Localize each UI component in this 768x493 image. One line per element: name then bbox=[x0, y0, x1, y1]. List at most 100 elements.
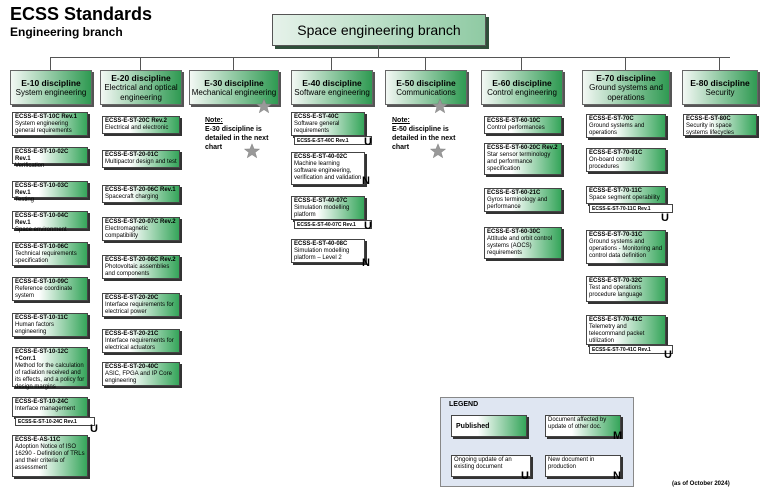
doc-desc: Interface management bbox=[15, 406, 76, 412]
discipline-name: Mechanical engineering bbox=[191, 87, 277, 97]
legend-new-badge: N bbox=[613, 470, 621, 482]
doc-desc: Testing bbox=[15, 197, 35, 203]
discipline-name: System engineering bbox=[15, 87, 87, 97]
legend-affected: Document affected by update of other doc… bbox=[545, 415, 621, 437]
doc-desc: Machine learning software engineering, v… bbox=[294, 161, 362, 181]
legend-published: Published bbox=[451, 415, 527, 437]
update-badge: U bbox=[90, 423, 98, 435]
revision-label: ECSS-E-ST-70-41C Rev.1 bbox=[589, 345, 673, 354]
star-icon bbox=[256, 98, 272, 114]
doc-desc: Attitude and orbit control systems (AOCS… bbox=[487, 236, 553, 256]
doc-code: ECSS-E-ST-20-08C Rev.2 bbox=[105, 257, 176, 263]
doc-desc: Test and operations procedure language bbox=[589, 285, 643, 298]
discipline-code: E-80 discipline bbox=[690, 77, 750, 88]
star-icon bbox=[432, 98, 448, 114]
update-badge: U bbox=[364, 136, 372, 148]
drop-e70 bbox=[625, 57, 626, 70]
page-title: ECSS Standards bbox=[10, 4, 153, 24]
doc-desc: Ground systems and operations bbox=[589, 123, 645, 136]
doc-code: ECSS-E-ST-70-41C bbox=[589, 317, 643, 323]
doc-desc: Adoption Notice of ISO 16290 - Definitio… bbox=[15, 444, 85, 471]
drop-e80 bbox=[719, 57, 720, 70]
discipline-code: E-20 discipline bbox=[111, 72, 171, 83]
doc-code: ECSS-E-ST-20-40C bbox=[105, 364, 159, 370]
drop-e50 bbox=[425, 57, 426, 70]
doc-desc: ASIC, FPGA and IP Core engineering bbox=[105, 371, 172, 384]
doc-desc: Space environment bbox=[15, 227, 67, 233]
doc-code: ECSS-E-AS-11C bbox=[15, 437, 61, 443]
note-title: Note: bbox=[205, 117, 223, 124]
doc-desc: Method for the calculation of radiation … bbox=[15, 363, 85, 390]
discipline-name: Software engineering bbox=[294, 87, 370, 97]
doc-desc: Interface requirements for electrical po… bbox=[105, 302, 174, 315]
doc-desc: System engineering general requirements bbox=[15, 121, 72, 134]
discipline-code: E-10 discipline bbox=[21, 77, 81, 88]
note-title: Note: bbox=[392, 117, 410, 124]
revision-label: ECSS-E-ST-10-24C Rev.1 bbox=[15, 417, 95, 426]
new-badge: N bbox=[362, 257, 370, 269]
doc-desc: Space segment operability bbox=[589, 195, 660, 201]
discipline-code: E-60 discipline bbox=[492, 77, 552, 88]
root-label: Space engineering branch bbox=[297, 22, 461, 38]
root-node[interactable]: Space engineering branch bbox=[272, 14, 486, 46]
doc-desc: Star sensor terminology and performance … bbox=[487, 152, 551, 172]
doc-code: ECSS-E-ST-10-06C bbox=[15, 244, 69, 250]
doc-code: ECSS-E-ST-20-20C bbox=[105, 295, 159, 301]
doc-code: ECSS-E-ST-70-11C bbox=[589, 188, 643, 194]
drop-e20 bbox=[140, 57, 141, 70]
discipline-name: Communications bbox=[396, 87, 456, 97]
note-e30: Note:E-30 discipline is detailed in the … bbox=[205, 116, 275, 152]
revision-label: ECSS-E-ST-70-11C Rev.1 bbox=[589, 204, 673, 213]
doc-code: ECSS-E-ST-60-20C Rev.2 bbox=[487, 145, 558, 151]
doc-desc: Telemetry and telecommand packet utiliza… bbox=[589, 324, 645, 344]
doc-code: ECSS-E-ST-70C bbox=[589, 116, 634, 122]
legend-published-label: Published bbox=[456, 422, 490, 430]
doc-code: ECSS-E-ST-60-21C bbox=[487, 190, 541, 196]
doc-code: ECSS-E-ST-10-09C bbox=[15, 279, 69, 285]
revision-label: ECSS-E-ST-40C Rev.1 bbox=[294, 136, 372, 145]
as-of-date: (as of October 2024) bbox=[672, 481, 730, 487]
doc-code: ECSS-E-ST-10-12C +Corr.1 bbox=[15, 349, 69, 362]
